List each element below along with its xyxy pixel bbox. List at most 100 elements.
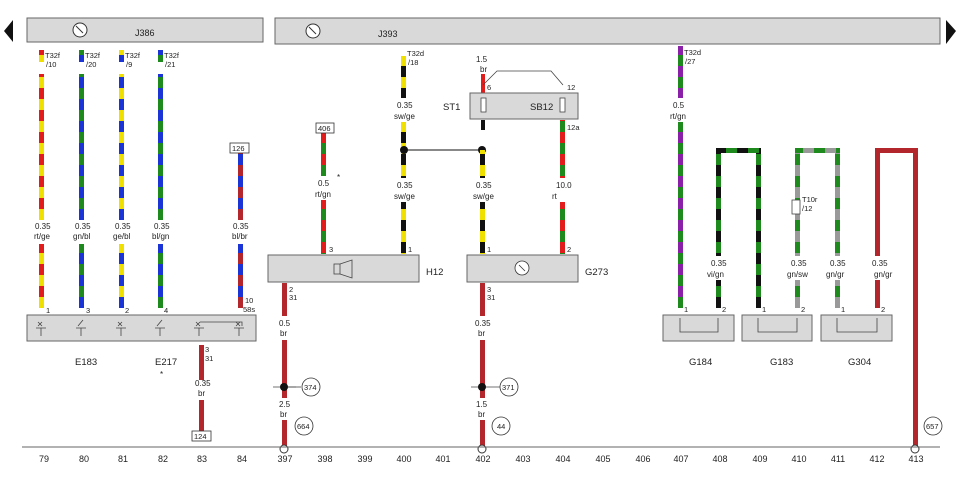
svg-text:1: 1 — [684, 305, 688, 314]
component-st1: ST1 — [443, 102, 460, 113]
svg-text:2: 2 — [722, 305, 726, 314]
svg-text:T32d: T32d — [684, 48, 701, 57]
svg-text:0.35: 0.35 — [711, 259, 727, 268]
fuse-icon — [559, 97, 566, 113]
ref-circle-371 — [499, 377, 519, 397]
svg-text:0.35: 0.35 — [35, 222, 51, 231]
axis-label-402: 402 — [475, 454, 490, 464]
svg-text:10: 10 — [245, 296, 253, 305]
svg-text:bl/gn: bl/gn — [152, 232, 169, 241]
splice-371 — [478, 383, 486, 391]
ground-413 — [910, 444, 920, 454]
ref-box-124 — [191, 430, 212, 442]
svg-text:124: 124 — [194, 432, 207, 441]
svg-text:31: 31 — [289, 293, 297, 302]
connector-labels-left: T32f /10 T32f /20 T32f /9 T32f /21 — [45, 51, 180, 69]
svg-text:rt/gn: rt/gn — [670, 112, 686, 121]
svg-text:ge/bl: ge/bl — [113, 232, 131, 241]
svg-text:0.35: 0.35 — [830, 259, 846, 268]
wire-82 — [158, 50, 163, 308]
svg-text:*: * — [337, 173, 340, 182]
svg-text:2: 2 — [567, 245, 571, 254]
svg-text:/10: /10 — [46, 60, 56, 69]
wire-412 — [875, 148, 880, 308]
svg-text:br: br — [478, 329, 485, 338]
svg-text:0.5: 0.5 — [673, 101, 685, 110]
axis-label-407: 407 — [673, 454, 688, 464]
svg-text:31: 31 — [205, 354, 213, 363]
svg-text:0.35: 0.35 — [397, 101, 413, 110]
svg-text:T32f: T32f — [85, 51, 101, 60]
axis-label-401: 401 — [435, 454, 450, 464]
svg-text:gn/sw: gn/sw — [787, 270, 808, 279]
svg-text:12: 12 — [567, 83, 575, 92]
svg-text:0.35: 0.35 — [475, 319, 491, 328]
axis-label-406: 406 — [635, 454, 650, 464]
component-g273: G273 — [585, 267, 608, 278]
wire-409 — [756, 148, 761, 308]
svg-text:1: 1 — [408, 245, 412, 254]
svg-text:/9: /9 — [126, 60, 132, 69]
svg-text:gn/bl: gn/bl — [73, 232, 91, 241]
ref-box-126 — [229, 142, 250, 154]
ref-circle-374 — [301, 377, 321, 397]
svg-text:0.5: 0.5 — [318, 179, 330, 188]
svg-text:T32d: T32d — [407, 49, 424, 58]
axis-label-397: 397 — [277, 454, 292, 464]
svg-text:58s: 58s — [243, 305, 255, 314]
svg-text:T10r: T10r — [802, 195, 818, 204]
svg-text:3: 3 — [487, 285, 491, 294]
svg-text:rt: rt — [552, 192, 558, 201]
switch-symbols — [36, 319, 244, 336]
svg-text:44: 44 — [497, 422, 505, 431]
next-page-arrow-icon[interactable] — [946, 20, 956, 44]
svg-text:406: 406 — [318, 124, 331, 133]
pin-labels-right: 1 2 1 2 1 2 — [684, 305, 885, 314]
component-g183-box — [741, 314, 813, 342]
horn-icon — [333, 259, 353, 279]
fuse-icon — [480, 97, 487, 113]
svg-text:br: br — [478, 410, 485, 419]
splice-374 — [280, 383, 288, 391]
module-j393-label: J393 — [378, 29, 398, 39]
wire-411 — [835, 148, 840, 308]
splice-400 — [400, 146, 408, 154]
ground-402 — [477, 444, 487, 454]
wire-81 — [119, 50, 124, 308]
component-g183: G183 — [770, 357, 793, 368]
wire-80 — [79, 50, 84, 308]
wire-402 — [480, 283, 485, 447]
ref-circle-44 — [491, 416, 511, 436]
svg-text:0.35: 0.35 — [154, 222, 170, 231]
svg-text:vi/gn: vi/gn — [707, 270, 724, 279]
wire-397 — [282, 283, 287, 447]
axis-label-80: 80 — [79, 454, 89, 464]
component-e217: E217 — [155, 357, 177, 368]
switch-block-e183-e217 — [26, 314, 257, 342]
svg-text:2: 2 — [801, 305, 805, 314]
svg-text:2: 2 — [881, 305, 885, 314]
svg-text:0.35: 0.35 — [115, 222, 131, 231]
svg-text:T32f: T32f — [45, 51, 61, 60]
wire-408 — [716, 148, 721, 308]
svg-text:2: 2 — [125, 306, 129, 315]
component-h12-box — [267, 254, 420, 283]
wire-400 — [401, 56, 406, 254]
axis-label-410: 410 — [791, 454, 806, 464]
prev-page-arrow-icon[interactable] — [4, 20, 13, 42]
svg-text:3: 3 — [329, 245, 333, 254]
axis-label-81: 81 — [118, 454, 128, 464]
ref-box-406 — [315, 122, 335, 134]
svg-text:657: 657 — [926, 422, 939, 431]
component-g304-box — [820, 314, 893, 342]
svg-text:T32f: T32f — [125, 51, 141, 60]
svg-text:/12: /12 — [802, 204, 812, 213]
svg-text:2.5: 2.5 — [279, 400, 291, 409]
axis-label-82: 82 — [158, 454, 168, 464]
svg-text:1: 1 — [762, 305, 766, 314]
component-sb12: SB12 — [530, 102, 553, 113]
axis-label-403: 403 — [515, 454, 530, 464]
svg-text:1.5: 1.5 — [476, 55, 488, 64]
